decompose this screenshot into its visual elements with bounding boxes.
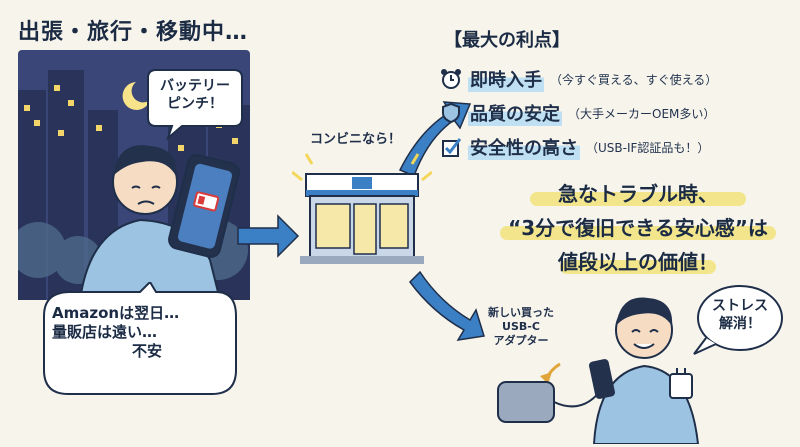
bubble-worry-line-2: 量販店は遠い… <box>52 322 158 341</box>
moon-icon <box>122 82 150 110</box>
adapter-label-line-2: USB-C <box>502 319 540 333</box>
alarm-clock-icon <box>441 69 461 89</box>
speech-bubble-relief <box>693 285 783 355</box>
power-bank-illustration <box>497 381 555 423</box>
phone-small-illustration <box>589 359 615 399</box>
benefit-main-immediate: 即時入手 <box>468 66 544 92</box>
arrow-to-result-icon <box>409 270 485 341</box>
bubble-worry-line-3: 不安 <box>132 341 163 360</box>
convenience-store-illustration <box>292 153 432 264</box>
page-title: 出張・旅行・移動中… <box>18 20 249 45</box>
benefit-sub-quality: （大手メーカーOEM多い） <box>568 106 716 121</box>
speech-bubble-battery <box>147 69 243 140</box>
benefit-sub-safety: （USB-IF認証品も！） <box>586 140 710 155</box>
arrow-to-conbini-icon <box>237 214 300 258</box>
adapter-label-line-1: 新しい買った <box>488 306 554 319</box>
conbini-label: コンビニなら！ <box>310 132 402 147</box>
benefit-main-safety: 安全性の高さ <box>468 134 580 160</box>
bubble-battery-line-1: バッテリー <box>160 78 230 94</box>
happy-man-illustration <box>497 297 700 444</box>
benefit-item-safety: 安全性の高さ （USB-IF認証品も！） <box>440 134 709 160</box>
usb-c-adapter-illustration <box>669 373 693 399</box>
worried-man-illustration <box>78 145 240 300</box>
highlight-line-3: 値段以上の価値！ <box>558 250 718 274</box>
benefit-main-quality: 品質の安定 <box>468 100 562 126</box>
bubble-battery-line-2: ピンチ！ <box>167 95 223 112</box>
bubble-worry-line-1: Amazonは翌日… <box>52 304 180 322</box>
adapter-label-line-3: アダプター <box>493 333 549 347</box>
highlight-line-2: “3分で復旧できる安心感”は <box>508 216 768 240</box>
bubble-relief-line-2: 解消！ <box>719 315 761 332</box>
highlight-line-1: 急なトラブル時、 <box>558 182 718 206</box>
bubble-relief-line-1: ストレス <box>712 298 768 314</box>
benefit-sub-immediate: （今すぐ買える、すぐ使える） <box>550 72 718 87</box>
benefits-heading: 【最大の利点】 <box>444 30 570 51</box>
benefit-item-quality: 品質の安定 （大手メーカーOEM多い） <box>440 100 715 126</box>
checkbox-icon <box>442 138 462 157</box>
benefit-item-immediate: 即時入手 （今すぐ買える、すぐ使える） <box>440 66 717 92</box>
speech-bubble-worry <box>43 282 237 395</box>
shield-icon <box>442 102 460 124</box>
